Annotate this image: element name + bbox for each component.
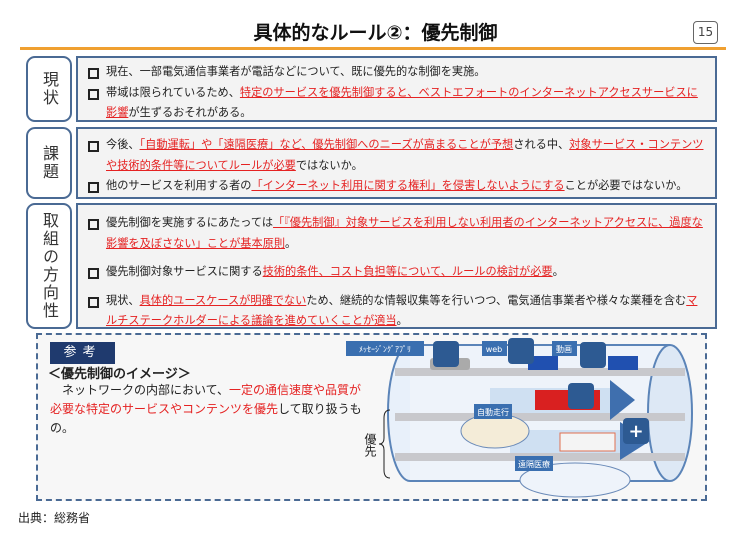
reference-tag: 参考	[50, 342, 115, 364]
truck-icon	[528, 356, 558, 370]
video-play-icon	[580, 342, 606, 368]
section-label-direction: 取組の方向性	[26, 203, 72, 329]
highlighted-text: 対象サービス・コンテンツや技術的条件等についてルールが必要	[106, 138, 704, 172]
bullet-item: 現在、一部電気通信事業者が電話などについて、既に優先的な制御を実施。	[86, 62, 707, 83]
bullet-item: 帯域は限られているため、特定のサービスを優先制御すると、ベストエフォートのインタ…	[86, 83, 707, 124]
svg-text:+: +	[628, 421, 643, 442]
telemedicine-image	[519, 462, 631, 498]
label-autonomous: 自動走行	[477, 407, 509, 417]
bullet-text: 帯域は限られているため、	[106, 85, 240, 99]
label-messaging: ﾒｯｾｰｼﾞﾝｸﾞｱﾌﾟﾘ	[359, 345, 411, 354]
label-priority: 優先	[363, 433, 377, 458]
highlighted-text: マルチステークホルダーによる議論を進めていくことが適当	[106, 293, 698, 328]
reference-heading: ＜優先制御のイメージ＞	[48, 367, 191, 382]
bullet-text: 他のサービスを利用する者の	[106, 179, 252, 192]
priority-brace	[378, 409, 391, 479]
priority-control-illustration: + ﾒｯｾｰｼﾞﾝｸﾞｱﾌﾟﾘ web 動画 自動走行 遠隔医療 優先	[346, 338, 693, 498]
page-number: 15	[693, 21, 718, 44]
bullet-item: 優先制御を実施するにあたっては「『優先制御』対象サービスを利用しない利用者のイン…	[86, 213, 707, 254]
section-label-current: 現状	[26, 56, 72, 122]
bullet-text: 現在、一部電気通信事業者が電話などについて、既に優先的な制御を実施。	[106, 65, 486, 78]
body-highlight: 一定の通信速度や品質が必要な特定のサービスやコンテンツを優先	[50, 383, 362, 416]
bullet-text: ため、継続的な情報収集等を行いつつ、電気通信事業者や様々な業種を含む	[306, 293, 687, 307]
bullet-text: 優先制御対象サービスに関する	[106, 265, 263, 278]
medical-cross-icon	[623, 418, 649, 444]
label-telemedicine: 遠隔医療	[518, 459, 550, 469]
section-label-issues: 課題	[26, 127, 72, 199]
page-title: 具体的なルール②：優先制御	[253, 22, 498, 44]
chat-icon	[433, 341, 459, 367]
bullet-text: 。	[285, 236, 297, 250]
globe-icon	[508, 338, 534, 364]
highlighted-text: 具体的ユースケースが明確でない	[139, 293, 307, 307]
lane-2	[395, 413, 685, 421]
title-divider	[20, 47, 726, 50]
ambulance-icon	[559, 432, 616, 452]
highlighted-text: 「インターネット利用に関する権利」を侵害しないようにする	[251, 179, 565, 192]
bullet-item: 今後、「自動運転」や「遠隔医療」など、優先制御へのニーズが高まることが予想される…	[86, 135, 707, 176]
bullet-text: が生ずるおそれがある。	[128, 106, 252, 119]
label-web: web	[486, 345, 503, 354]
bullet-text: 今後、	[106, 138, 140, 151]
highlighted-text: 特定のサービスを優先制御すると、ベストエフォートのインターネットアクセスサービス…	[106, 85, 698, 120]
highlighted-text: 「『優先制御』対象サービスを利用しない利用者のインターネットアクセスに、過度な影…	[106, 216, 703, 250]
body-text: ネットワークの内部において、	[62, 383, 230, 397]
bullet-text: される中、	[513, 138, 570, 151]
highlighted-text: 「自動運転」や「遠隔医療」など、優先制御へのニーズが高まることが予想	[139, 138, 514, 151]
highlighted-text: 技術的条件、コスト負担等について、ルールの検討が必要	[262, 265, 553, 278]
bullet-text: 現状、	[106, 293, 140, 307]
bullet-item: 他のサービスを利用する者の「インターネット利用に関する権利」を侵害しないようにす…	[86, 176, 707, 197]
section-current: 現在、一部電気通信事業者が電話などについて、既に優先的な制御を実施。帯域は限られ…	[76, 56, 717, 122]
body-text: して取り扱うもの。	[50, 402, 362, 435]
brain-icon	[568, 383, 594, 409]
source-note: 出典：総務省	[18, 511, 91, 525]
bullet-item: 現状、具体的ユースケースが明確でないため、継続的な情報収集等を行いつつ、電気通信…	[86, 291, 707, 332]
bullet-text: 優先制御を実施するにあたっては	[106, 216, 274, 229]
bullet-text: ことが必要ではないか。	[564, 179, 688, 192]
section-direction: 優先制御を実施するにあたっては「『優先制御』対象サービスを利用しない利用者のイン…	[76, 203, 717, 329]
autonomous-car-image	[460, 413, 530, 449]
bullet-text: ではないか。	[295, 158, 363, 172]
lane-1	[395, 368, 685, 376]
bullet-text: 。	[396, 314, 408, 327]
section-issues: 今後、「自動運転」や「遠隔医療」など、優先制御へのニーズが高まることが予想される…	[76, 127, 717, 199]
bullet-item: 優先制御対象サービスに関する技術的条件、コスト負担等について、ルールの検討が必要…	[86, 262, 707, 283]
reference-body: ネットワークの内部において、一定の通信速度や品質が必要な特定のサービスやコンテン…	[50, 381, 370, 438]
label-video: 動画	[556, 345, 572, 354]
bullet-text: 。	[552, 265, 564, 278]
truck-icon	[608, 356, 638, 370]
